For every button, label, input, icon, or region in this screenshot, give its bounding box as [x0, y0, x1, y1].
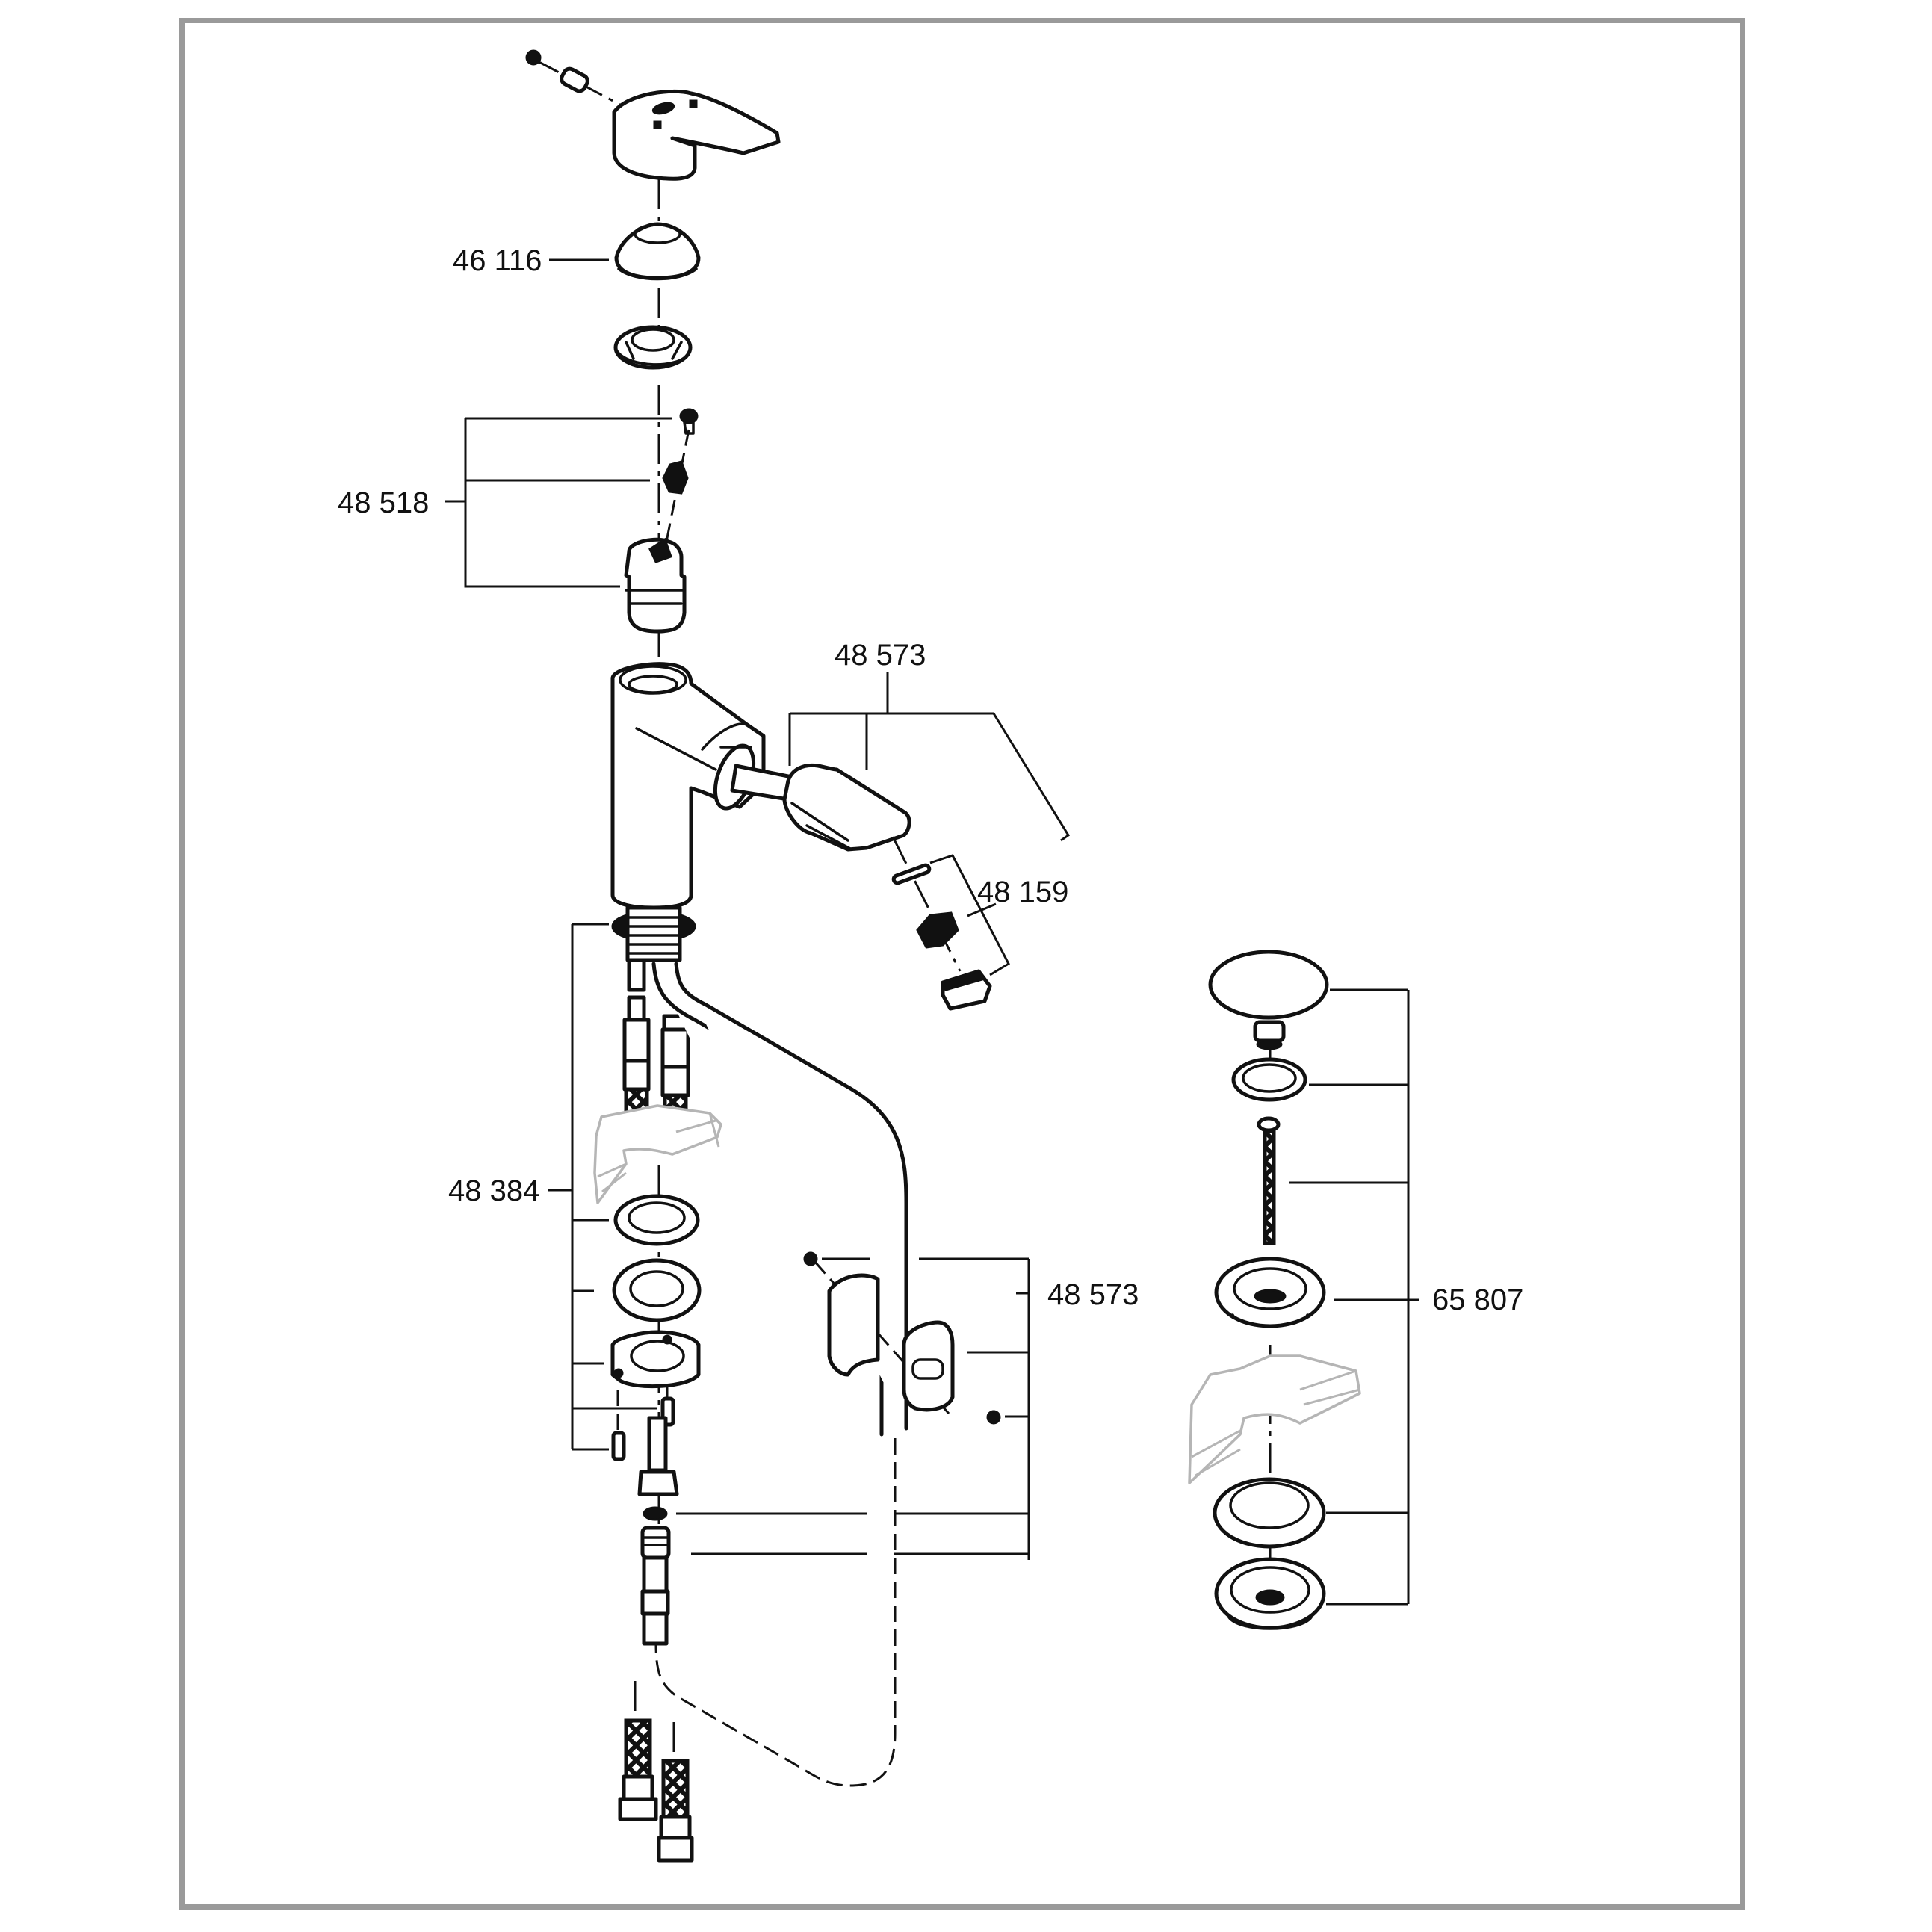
lever-handle-group: [525, 49, 781, 181]
part-label-48518[interactable]: 48 518: [338, 486, 429, 519]
mounting-plate: [610, 1330, 701, 1388]
waste-flange: [1214, 1257, 1326, 1328]
mounting-set: [610, 1194, 702, 1646]
waste-body: [1214, 1557, 1326, 1630]
leader-lines: [445, 258, 1419, 1606]
aerator-insert: [916, 911, 959, 949]
hose-washer: [643, 1506, 668, 1521]
aerator-set: [891, 836, 992, 1011]
waste-rod: [1257, 1116, 1281, 1245]
part-label-46116[interactable]: 46 116: [453, 244, 542, 277]
hose-connector: [640, 1526, 671, 1646]
plug-seal: [1231, 1057, 1307, 1102]
cartridge-set: [624, 408, 699, 634]
cartridge-adapter: [662, 460, 689, 495]
waste-plug: [1208, 950, 1329, 1050]
grub-screw: [525, 49, 542, 66]
washer: [612, 1258, 702, 1322]
bracket-screw: [803, 1251, 818, 1266]
diagram-frame: [179, 18, 1745, 1910]
seal-ring: [891, 863, 932, 885]
basin-waste-ghost: [1188, 1354, 1361, 1484]
part-label-48384[interactable]: 48 384: [448, 1174, 539, 1207]
threaded-rod: [637, 1416, 679, 1496]
locking-nut: [613, 325, 693, 370]
part-labels: 46 116 48 518 48 573 48 159 48 384 48 57…: [338, 244, 1523, 1316]
cartridge: [624, 537, 687, 634]
gasket: [613, 1194, 700, 1246]
pop-up-waste-set: [1188, 950, 1361, 1630]
mounting-screws: [611, 1386, 675, 1461]
basin-section-ghost: [593, 1104, 722, 1204]
part-label-48159[interactable]: 48 159: [977, 876, 1068, 908]
hose-guide-bracket: [803, 1251, 1001, 1425]
part-label-48573-spray[interactable]: 48 573: [835, 639, 926, 672]
part-label-65807[interactable]: 65 807: [1432, 1284, 1523, 1316]
spray-head: [730, 763, 911, 852]
threaded-shank: [611, 905, 696, 962]
handle-insert: [560, 66, 589, 93]
supply-hose-ends: [618, 1681, 694, 1863]
part-label-48573-hose-guide[interactable]: 48 573: [1047, 1278, 1139, 1311]
bracket-screw: [986, 1410, 1001, 1425]
cover-cap: [614, 222, 701, 281]
waste-seal: [1213, 1477, 1326, 1549]
